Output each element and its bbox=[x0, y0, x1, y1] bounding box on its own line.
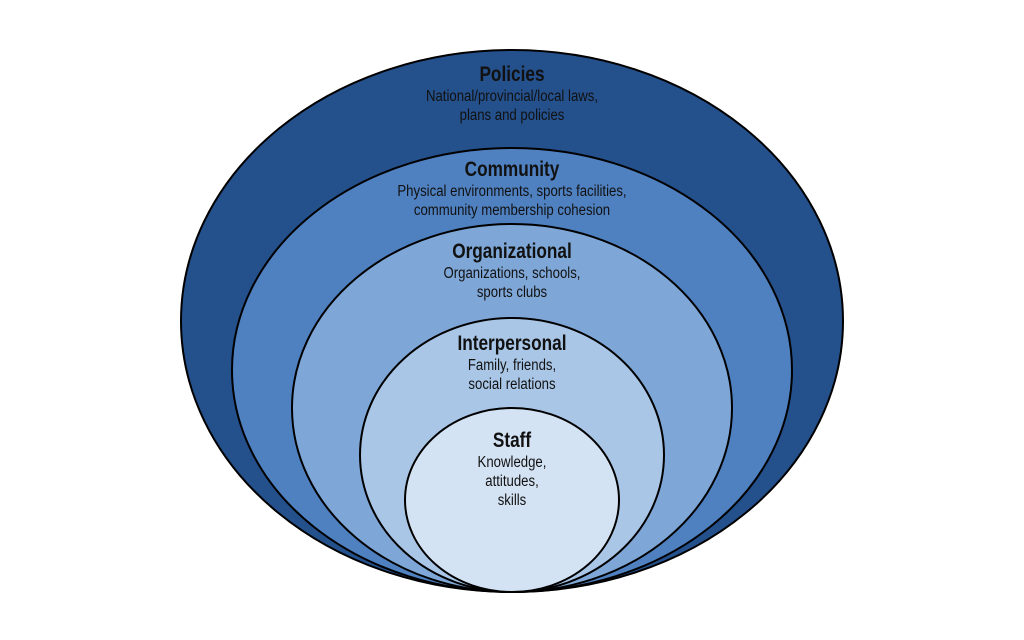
layer-description: Family, friends, bbox=[467, 357, 557, 374]
layer-title: Organizational bbox=[452, 240, 572, 263]
layer-description: Physical environments, sports facilities… bbox=[397, 183, 627, 200]
layer-description: community membership cohesion bbox=[413, 202, 611, 219]
organizational-label: Organizational Organizations, schools, s… bbox=[0, 240, 1024, 302]
layer-title: Staff bbox=[492, 429, 532, 452]
layer-description: attitudes, bbox=[485, 473, 539, 490]
staff-ellipse bbox=[404, 407, 620, 593]
layer-description: National/provincial/local laws, bbox=[425, 88, 599, 105]
layer-description: Knowledge, bbox=[477, 454, 547, 471]
layer-title: Policies bbox=[479, 63, 545, 86]
layer-description: skills bbox=[497, 492, 527, 509]
policies-label: Policies National/provincial/local laws,… bbox=[0, 63, 1024, 125]
layer-description: sports clubs bbox=[476, 284, 548, 301]
staff-label: Staff Knowledge, attitudes, skills bbox=[0, 429, 1024, 510]
community-label: Community Physical environments, sports … bbox=[0, 158, 1024, 220]
layer-description: social relations bbox=[468, 376, 556, 393]
layer-description: plans and policies bbox=[459, 107, 565, 124]
layer-description: Organizations, schools, bbox=[443, 265, 581, 282]
layer-title: Community bbox=[464, 158, 560, 181]
layer-title: Interpersonal bbox=[457, 332, 567, 355]
interpersonal-label: Interpersonal Family, friends, social re… bbox=[0, 332, 1024, 394]
